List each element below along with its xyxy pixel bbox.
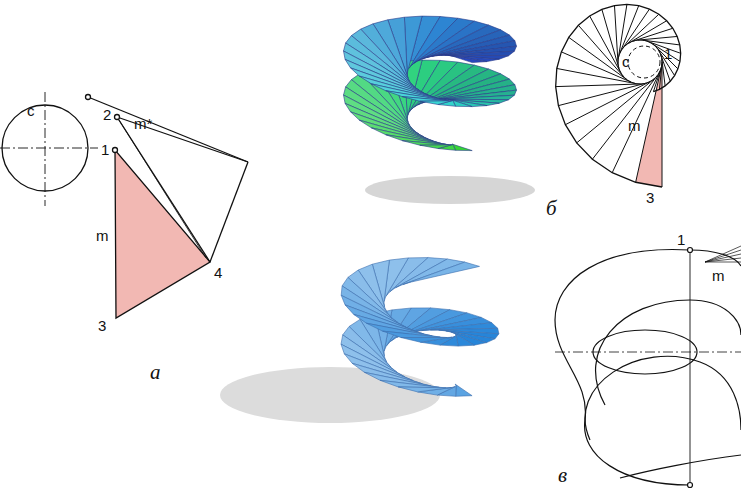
surface-strip (448, 99, 499, 105)
ruling-line (622, 9, 650, 50)
surface-strip (380, 380, 446, 388)
surface-strip (432, 85, 517, 101)
surface-strip (450, 56, 487, 63)
point-label: 2 (103, 107, 111, 122)
ruling-line (614, 6, 618, 64)
point-label: m (628, 118, 641, 133)
ruling-line (578, 25, 623, 76)
surface-strip (436, 90, 516, 100)
development-b (556, 4, 681, 187)
ruling-line (659, 64, 661, 89)
point-label: m (712, 268, 725, 283)
ruling-line (643, 40, 680, 45)
figure-letter: а (150, 362, 161, 383)
surface-strip (402, 141, 451, 146)
point-label: 3 (98, 318, 106, 333)
figure-a (0, 92, 248, 318)
hidden-circle (628, 46, 660, 78)
ruling-line (662, 62, 663, 187)
surface-strip (450, 100, 487, 107)
surface-strip (420, 101, 453, 105)
ruling-line (556, 84, 641, 87)
point-label: m (96, 228, 109, 243)
point-label: c (27, 103, 35, 118)
ruling-line (652, 43, 680, 61)
ruling-line (558, 83, 645, 105)
surface-strip (420, 145, 453, 149)
shadow (220, 367, 440, 423)
point-label: 4 (214, 265, 222, 280)
edge-curve (556, 4, 681, 187)
shadow (365, 176, 535, 204)
surface-strip (401, 337, 452, 342)
figure-letter: б (546, 198, 557, 219)
ruling-line (592, 75, 657, 159)
development-v (555, 246, 741, 488)
ruling-line (662, 59, 665, 86)
ruling-line (656, 46, 678, 68)
surface-b (344, 16, 517, 151)
ruling-line (561, 52, 631, 82)
point-label: m* (134, 116, 152, 131)
ruling-line (653, 69, 660, 92)
ruling-line (577, 79, 654, 143)
surface-strip (402, 97, 451, 102)
point-label: 1 (101, 142, 109, 157)
surface-strip (398, 387, 452, 392)
ruling-line (638, 36, 677, 40)
surface-strip (448, 55, 499, 61)
ruling-line (557, 68, 636, 83)
surface-strip (383, 331, 448, 337)
point-label: 3 (646, 190, 654, 205)
ruling-line (618, 4, 627, 58)
point-label: c (622, 54, 630, 69)
point-label: 1 (677, 232, 685, 247)
surface-strip (455, 384, 472, 396)
figure-letter: в (558, 465, 567, 486)
point-label: 1 (664, 46, 672, 61)
surface-strip (403, 262, 480, 284)
surface-strip (436, 46, 516, 56)
ruling-line (612, 71, 660, 172)
surface-v (341, 258, 499, 397)
ruling-line (569, 37, 627, 79)
surface-strip (432, 41, 517, 57)
